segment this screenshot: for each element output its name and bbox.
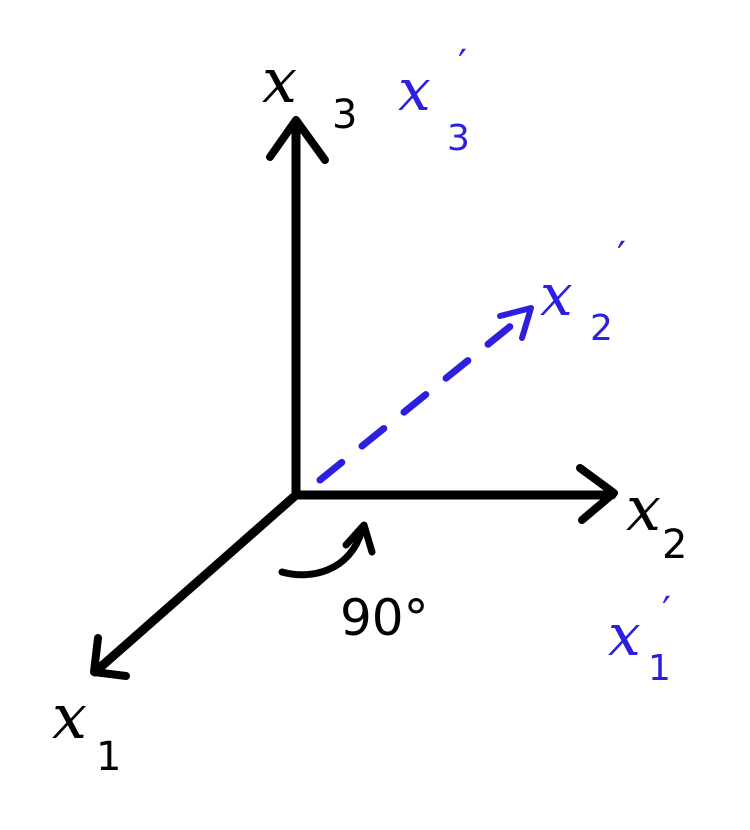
axis-x3-arrowhead bbox=[266, 116, 329, 164]
axis-x2-prime-line bbox=[316, 308, 532, 484]
label-x2-prime: x ′ 2 bbox=[540, 234, 626, 349]
label-x1-symbol: x bbox=[52, 680, 87, 753]
label-x3-prime-mark: ′ bbox=[458, 42, 467, 88]
label-x2: x 2 bbox=[626, 472, 687, 568]
label-x3: x 3 bbox=[262, 44, 357, 138]
label-x2-prime-symbol: x bbox=[540, 261, 573, 329]
rotation-angle-label: 90° bbox=[340, 589, 429, 647]
axis-x1-arrowhead bbox=[90, 634, 130, 680]
axis-x2-arrowhead bbox=[576, 464, 618, 524]
axis-x1-line bbox=[90, 490, 301, 677]
rotation-arrow-head bbox=[342, 521, 376, 556]
axis-x2-prime-arrowhead bbox=[497, 305, 534, 341]
axis-x3 bbox=[266, 116, 329, 500]
label-x3-subscript: 3 bbox=[332, 92, 357, 138]
label-x2-prime-mark: ′ bbox=[617, 234, 626, 280]
axis-x1 bbox=[90, 490, 301, 680]
label-x2-symbol: x bbox=[626, 472, 661, 545]
label-x3-prime-symbol: x bbox=[398, 56, 431, 124]
label-x1-prime: x ′ 1 bbox=[608, 589, 671, 689]
label-x1-prime-mark: ′ bbox=[662, 589, 671, 635]
label-x1-prime-subscript: 1 bbox=[648, 648, 671, 689]
label-x3-prime-subscript: 3 bbox=[447, 118, 470, 159]
axis-x2 bbox=[291, 464, 618, 524]
label-x3-symbol: x bbox=[262, 44, 297, 117]
label-x2-subscript: 2 bbox=[662, 522, 687, 568]
rotation-indicator: 90° bbox=[278, 521, 429, 647]
label-x1: x 1 bbox=[52, 680, 121, 780]
label-x1-prime-symbol: x bbox=[608, 601, 641, 669]
label-x1-subscript: 1 bbox=[96, 734, 121, 780]
axis-x2-prime bbox=[316, 305, 534, 484]
rotation-arrow-curve bbox=[278, 526, 366, 579]
label-x2-prime-subscript: 2 bbox=[590, 308, 613, 349]
label-x3-prime: x ′ 3 bbox=[398, 42, 470, 159]
